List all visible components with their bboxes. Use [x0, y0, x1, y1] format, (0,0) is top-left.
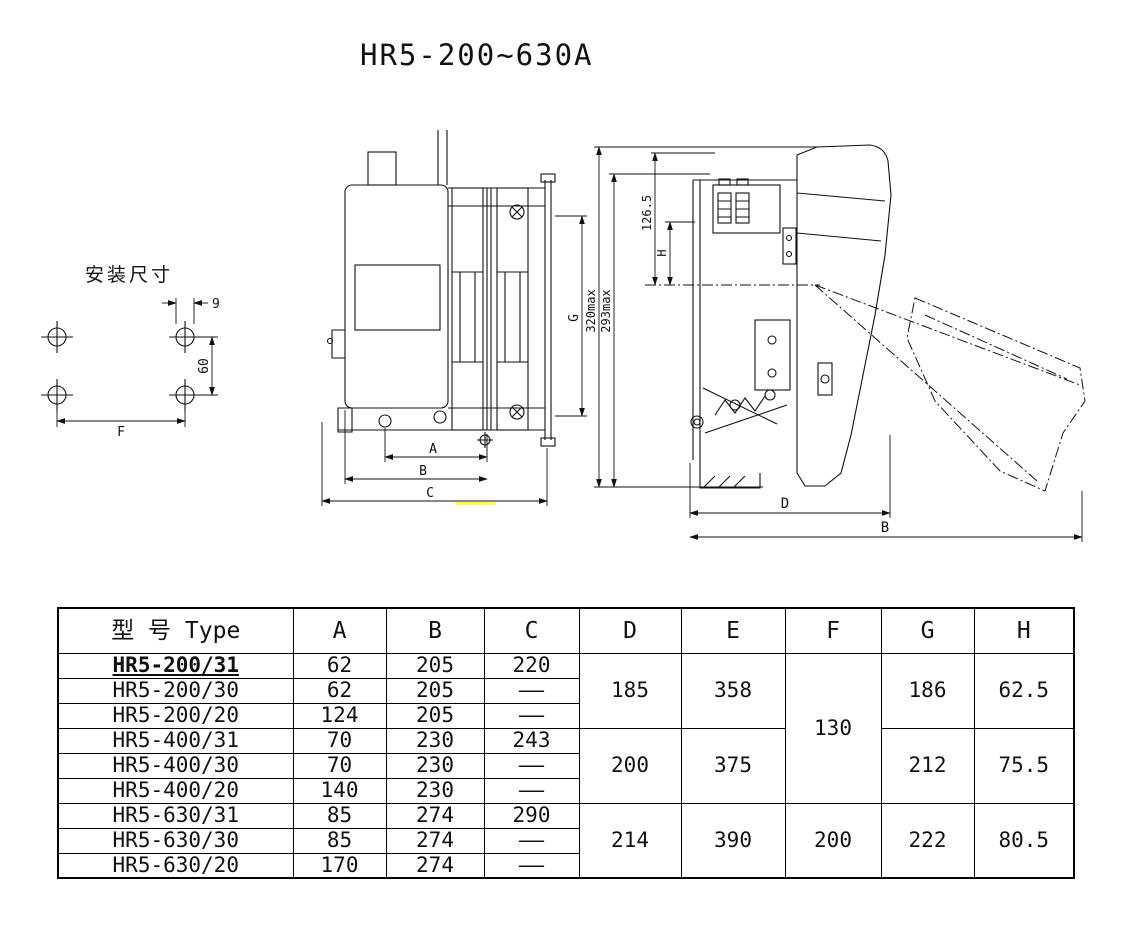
- spec-cell: 70: [292, 727, 387, 754]
- spec-cell: 124: [292, 702, 387, 729]
- dim-320max-label: 320max: [585, 289, 598, 332]
- front-view-drawing: A B C G: [321, 130, 587, 506]
- spec-cell: 274: [385, 852, 485, 879]
- spec-cell: 62: [292, 652, 387, 679]
- spec-cell: 222: [880, 802, 975, 879]
- type-cell: HR5-200/20: [57, 702, 294, 729]
- spec-cell: 274: [385, 827, 485, 854]
- type-cell: HR5-200/31: [57, 652, 294, 679]
- spec-cell: 274: [385, 802, 485, 829]
- type-cell: HR5-200/30: [57, 677, 294, 704]
- spec-cell: 205: [385, 677, 485, 704]
- dim-126-label: 126.5: [640, 195, 654, 231]
- spec-cell: ——: [483, 827, 580, 854]
- table-row: HR5-400/31 70 230 243 200 375 212 75.5: [57, 727, 1075, 804]
- dim-60-label: 60: [197, 358, 212, 374]
- dim-h-label: H: [655, 249, 669, 256]
- spec-cell: 85: [292, 802, 387, 829]
- spec-cell: ——: [483, 752, 580, 779]
- side-view-drawing: 320max 293max 126.5 H D B: [585, 144, 1086, 542]
- table-row: HR5-400/30 70 230 ——: [57, 752, 1074, 779]
- table-row: HR5-400/20 140 230 ——: [57, 777, 1074, 804]
- front-view-dimension-lines: [321, 215, 587, 506]
- type-cell: HR5-630/20: [57, 852, 294, 879]
- highlight-mark: [455, 502, 495, 505]
- header-e: E: [680, 607, 786, 654]
- type-cell: HR5-630/30: [57, 827, 294, 854]
- table-header-row: 型 号 Type A B C D E F G H: [57, 607, 1075, 654]
- table-row: HR5-200/31 62 205 220 185 358 130 186 62…: [57, 652, 1075, 804]
- dim-d-label: D: [781, 496, 789, 512]
- mounting-holes: [41, 321, 201, 411]
- dim-b-label: B: [881, 520, 889, 536]
- spec-cell: 214: [578, 802, 682, 879]
- spec-cell: 70: [292, 752, 387, 779]
- spec-cell: 130: [784, 652, 882, 804]
- dim-b-label: B: [419, 464, 427, 479]
- spec-cell: 205: [385, 652, 485, 679]
- spec-cell: 230: [385, 727, 485, 754]
- spec-cell: ——: [483, 777, 580, 804]
- spec-cell: 212: [880, 727, 975, 804]
- spec-cell: 140: [292, 777, 387, 804]
- spec-cell: 75.5: [973, 727, 1075, 804]
- header-d: D: [578, 607, 682, 654]
- spec-cell: 230: [385, 777, 485, 804]
- header-type: 型 号 Type: [57, 607, 294, 654]
- type-cell: HR5-630/31: [57, 802, 294, 829]
- table-row: HR5-200/30 62 205 ——: [57, 677, 1074, 704]
- header-h: H: [973, 607, 1075, 654]
- spec-cell: 243: [483, 727, 580, 754]
- table-row: HR5-630/31 85 274 290 214 390 200 222 80…: [57, 802, 1075, 879]
- spec-table: 型 号 Type A B C D E F G H HR5-200/31 62 2…: [57, 607, 1075, 879]
- spec-cell: 358: [680, 652, 786, 729]
- dim-g-label: G: [567, 314, 582, 322]
- spec-cell: 220: [483, 652, 580, 679]
- header-b: B: [385, 607, 485, 654]
- spec-cell: 62.5: [973, 652, 1075, 729]
- dim-9-label: 9: [212, 297, 220, 312]
- spec-cell: 205: [385, 702, 485, 729]
- type-cell: HR5-400/20: [57, 777, 294, 804]
- side-view-open-handle-phantom: [645, 284, 1086, 492]
- spec-cell: 290: [483, 802, 580, 829]
- spec-cell: 170: [292, 852, 387, 879]
- spec-cell: 62: [292, 677, 387, 704]
- spec-cell: 375: [680, 727, 786, 804]
- dim-f-label: F: [117, 425, 125, 440]
- table-row: HR5-630/20 170 274 ——: [57, 852, 1074, 879]
- spec-cell: ——: [483, 702, 580, 729]
- table-row: HR5-200/20 124 205 ——: [57, 702, 1074, 729]
- spec-cell: 80.5: [973, 802, 1075, 879]
- spec-cell: 200: [784, 802, 882, 879]
- front-view-body: [326, 130, 556, 448]
- spec-cell: 85: [292, 827, 387, 854]
- header-f: F: [784, 607, 882, 654]
- mounting-dimensions-label: 安装尺寸: [85, 264, 174, 286]
- spec-cell: 186: [880, 652, 975, 729]
- spec-cell: ——: [483, 852, 580, 879]
- spec-cell: ——: [483, 677, 580, 704]
- spec-cell: 390: [680, 802, 786, 879]
- mounting-dimension-lines: [56, 298, 218, 427]
- dim-293max-label: 293max: [599, 289, 613, 332]
- header-g: G: [880, 607, 975, 654]
- dim-c-label: C: [426, 486, 434, 501]
- header-c: C: [483, 607, 580, 654]
- side-view-dimension-lines: [594, 146, 1083, 542]
- type-cell: HR5-400/31: [57, 727, 294, 754]
- mounting-hole-diagram: 9 60 F: [41, 297, 220, 440]
- spec-cell: 200: [578, 727, 682, 804]
- dim-a-label: A: [429, 442, 437, 457]
- side-view-body: [690, 144, 892, 489]
- header-a: A: [292, 607, 387, 654]
- type-cell: HR5-400/30: [57, 752, 294, 779]
- page-title: HR5-200~630A: [360, 38, 594, 72]
- spec-cell: 230: [385, 752, 485, 779]
- spec-cell: 185: [578, 652, 682, 729]
- table-row: HR5-630/30 85 274 ——: [57, 827, 1074, 854]
